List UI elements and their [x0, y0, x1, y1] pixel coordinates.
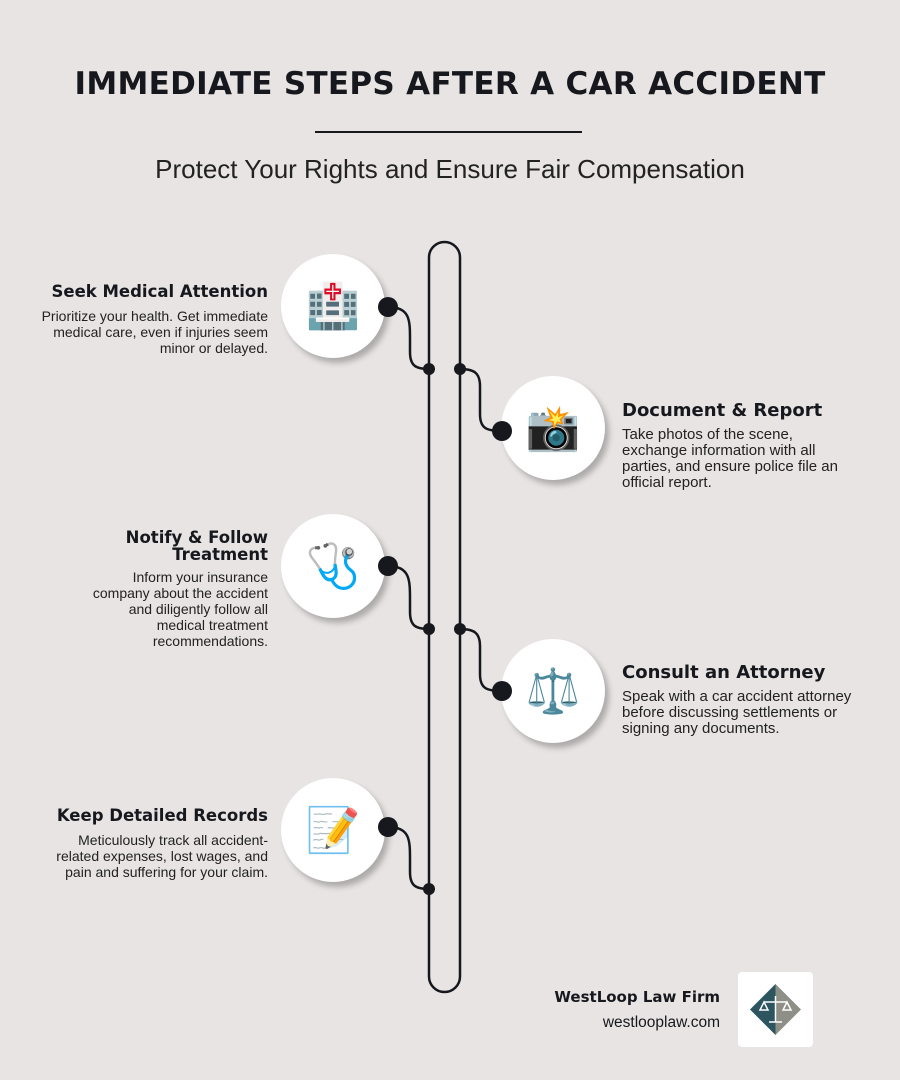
firm-logo	[738, 972, 813, 1047]
scales-logo-icon	[750, 984, 801, 1035]
step-keep-records: Keep Detailed Records Meticulously track…	[38, 807, 268, 880]
node-dot	[492, 421, 512, 441]
title-divider	[315, 131, 582, 133]
step-body: Take photos of the scene, exchange infor…	[622, 426, 838, 491]
connector-4	[459, 627, 503, 693]
step-notify-treatment: Notify & Follow Treatment Inform your in…	[88, 529, 268, 649]
hospital-icon: 🏥	[281, 254, 385, 358]
step-title: Seek Medical Attention	[51, 282, 268, 301]
scales-icon: ⚖️	[501, 639, 605, 743]
page-title: IMMEDIATE STEPS AFTER A CAR ACCIDENT	[74, 66, 826, 102]
page-subtitle: Protect Your Rights and Ensure Fair Comp…	[155, 154, 745, 184]
camera-flash-icon: 📸	[501, 376, 605, 480]
firm-name: WestLoop Law Firm	[554, 988, 720, 1006]
step-title: Document & Report	[622, 400, 823, 421]
stethoscope-icon: 🩺	[281, 514, 385, 618]
node-dot	[378, 556, 398, 576]
step-body: Inform your insurance company about the …	[92, 569, 268, 649]
connector-3	[387, 564, 430, 631]
memo-icon: 📝	[281, 778, 385, 882]
connector-1	[387, 305, 430, 371]
step-document-report: Document & Report Take photos of the sce…	[622, 402, 862, 491]
junction-dot	[454, 363, 466, 375]
junction-dot	[423, 883, 435, 895]
step-title: Notify & Follow Treatment	[125, 528, 268, 564]
step-body: Prioritize your health. Get immediate me…	[41, 308, 268, 356]
connector-5	[387, 825, 430, 891]
firm-url[interactable]: westlooplaw.com	[602, 1014, 720, 1031]
timeline-loop	[427, 240, 462, 994]
step-seek-medical: Seek Medical Attention Prioritize your h…	[38, 283, 268, 356]
node-dot	[378, 817, 398, 837]
step-title: Keep Detailed Records	[56, 806, 268, 825]
junction-dot	[454, 623, 466, 635]
step-title: Consult an Attorney	[622, 662, 826, 683]
connector-2	[459, 367, 503, 433]
junction-dot	[423, 623, 435, 635]
node-dot	[378, 297, 398, 317]
step-consult-attorney: Consult an Attorney Speak with a car acc…	[622, 664, 862, 737]
step-body: Meticulously track all accident-related …	[56, 832, 268, 880]
junction-dot	[423, 363, 435, 375]
step-body: Speak with a car accident attorney befor…	[622, 688, 852, 737]
node-dot	[492, 681, 512, 701]
firm-info: WestLoop Law Firm westlooplaw.com	[554, 988, 720, 1032]
